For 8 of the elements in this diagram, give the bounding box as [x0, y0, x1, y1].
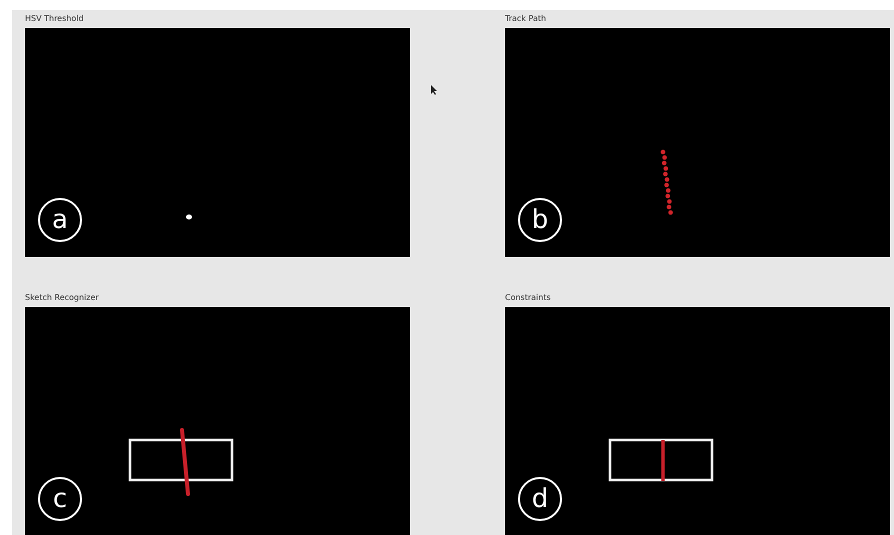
panel-title: Constraints	[505, 293, 551, 302]
letter-badge: c	[38, 477, 82, 521]
letter-badge: b	[518, 198, 562, 242]
panel-title: HSV Threshold	[25, 14, 84, 23]
letter-badge: d	[518, 477, 562, 521]
letter-badge: a	[38, 198, 82, 242]
panel-title: Track Path	[505, 14, 546, 23]
panel-title: Sketch Recognizer	[25, 293, 99, 302]
